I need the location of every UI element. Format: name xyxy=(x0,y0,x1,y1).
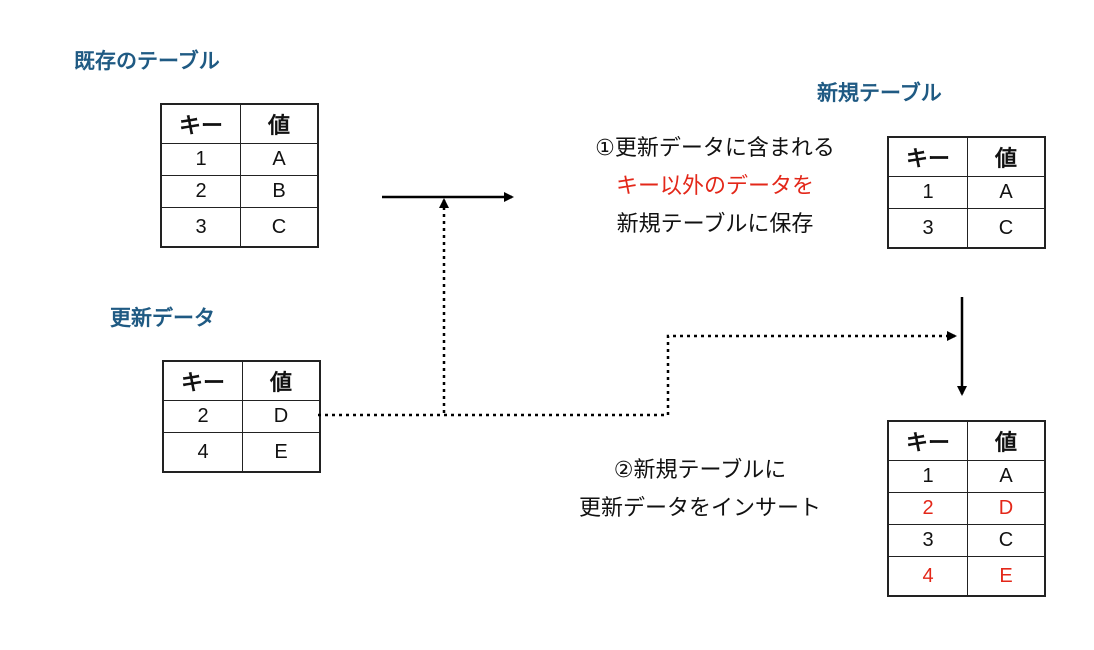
value-cell-highlighted: D xyxy=(967,492,1046,525)
value-header: 値 xyxy=(240,103,319,144)
table-header-row: キー 値 xyxy=(160,103,319,144)
key-cell-highlighted: 4 xyxy=(887,556,968,597)
value-cell: C xyxy=(240,207,319,248)
value-header: 値 xyxy=(967,136,1046,177)
table-row: 4 E xyxy=(887,556,1046,597)
table-row: 4 E xyxy=(162,432,321,473)
table-row: 2 D xyxy=(887,492,1046,525)
value-cell: B xyxy=(240,175,319,208)
step1-line3: 新規テーブルに保存 xyxy=(616,212,814,237)
table-header-row: キー 値 xyxy=(887,136,1046,177)
update-dotted-line xyxy=(318,331,957,417)
table-row: 1 A xyxy=(887,460,1046,493)
value-cell-highlighted: E xyxy=(967,556,1046,597)
key-cell: 1 xyxy=(887,176,968,209)
step1-line1: ①更新データに含まれる xyxy=(595,136,835,161)
key-header: キー xyxy=(160,103,241,144)
existing-table: キー 値 1 A 2 B 3 C xyxy=(160,103,319,248)
key-cell: 4 xyxy=(162,432,243,473)
existing-table-title: 既存のテーブル xyxy=(74,49,220,73)
result-table: キー 値 1 A 2 D 3 C 4 E xyxy=(887,420,1046,597)
key-cell: 3 xyxy=(887,208,968,249)
key-cell-highlighted: 2 xyxy=(887,492,968,525)
update-data-title: 更新データ xyxy=(110,306,215,330)
table-row: 2 B xyxy=(160,175,319,208)
value-cell: D xyxy=(242,400,321,433)
new-table-title: 新規テーブル xyxy=(817,81,942,105)
key-cell: 1 xyxy=(887,460,968,493)
value-cell: A xyxy=(967,176,1046,209)
table-row: 1 A xyxy=(160,143,319,176)
value-cell: C xyxy=(967,524,1046,557)
table-row: 3 C xyxy=(887,208,1046,249)
new-table: キー 値 1 A 3 C xyxy=(887,136,1046,249)
value-cell: C xyxy=(967,208,1046,249)
key-cell: 3 xyxy=(887,524,968,557)
key-header: キー xyxy=(162,360,243,401)
step2-line2: 更新データをインサート xyxy=(578,496,821,521)
table-header-row: キー 値 xyxy=(887,420,1046,461)
table-header-row: キー 値 xyxy=(162,360,321,401)
table-row: 3 C xyxy=(887,524,1046,557)
value-cell: E xyxy=(242,432,321,473)
key-header: キー xyxy=(887,420,968,461)
key-cell: 3 xyxy=(160,207,241,248)
key-cell: 2 xyxy=(162,400,243,433)
step2-line1: ②新規テーブルに xyxy=(613,458,787,483)
value-header: 値 xyxy=(967,420,1046,461)
step2-caption: ②新規テーブルに 更新データをインサート xyxy=(540,452,860,528)
table-row: 3 C xyxy=(160,207,319,248)
key-cell: 1 xyxy=(160,143,241,176)
step1-caption: ①更新データに含まれる キー以外のデータを 新規テーブルに保存 xyxy=(555,130,875,244)
table-row: 1 A xyxy=(887,176,1046,209)
table-row: 2 D xyxy=(162,400,321,433)
value-cell: A xyxy=(967,460,1046,493)
step1-line2: キー以外のデータを xyxy=(615,174,814,199)
key-cell: 2 xyxy=(160,175,241,208)
update-data-table: キー 値 2 D 4 E xyxy=(162,360,321,473)
